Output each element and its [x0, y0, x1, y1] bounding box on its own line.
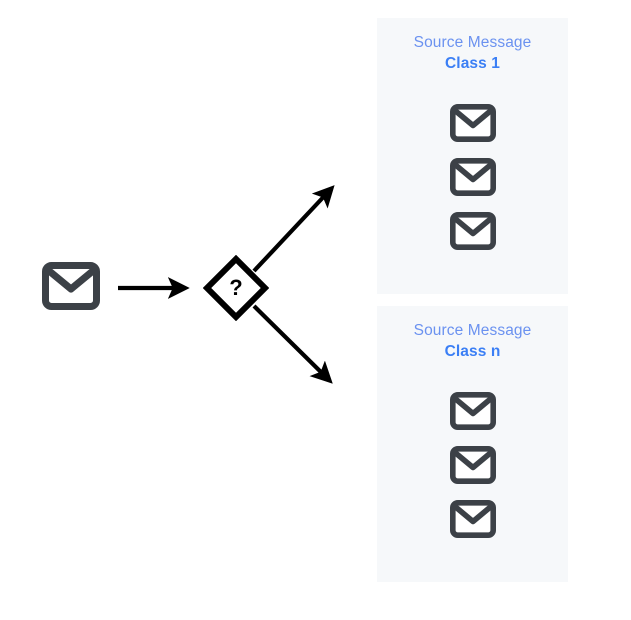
class-panel-n-title: Source Message	[413, 322, 532, 339]
class-panel-1-subtitle: Class 1	[445, 55, 500, 72]
class-panel-n: Source Message Class n	[377, 306, 568, 582]
class-panel-n-heading: Source Message Class n	[377, 321, 568, 363]
class-panel-n-message-list	[377, 391, 568, 539]
class-panel-n-subtitle: Class n	[444, 343, 501, 360]
message-envelope-icon	[449, 391, 496, 431]
class-panel-1: Source Message Class 1	[377, 18, 568, 294]
source-envelope-icon	[42, 262, 100, 310]
class-panel-1-message-list	[377, 103, 568, 251]
message-envelope-icon	[449, 445, 496, 485]
class-panel-1-title: Source Message	[413, 34, 532, 51]
decision-question-mark: ?	[229, 275, 243, 300]
message-envelope-icon	[449, 499, 496, 539]
diamond-decision-icon	[202, 254, 270, 322]
class-panel-1-heading: Source Message Class 1	[377, 33, 568, 75]
message-envelope-icon	[449, 157, 496, 197]
message-envelope-icon	[449, 211, 496, 251]
message-envelope-icon	[449, 103, 496, 143]
